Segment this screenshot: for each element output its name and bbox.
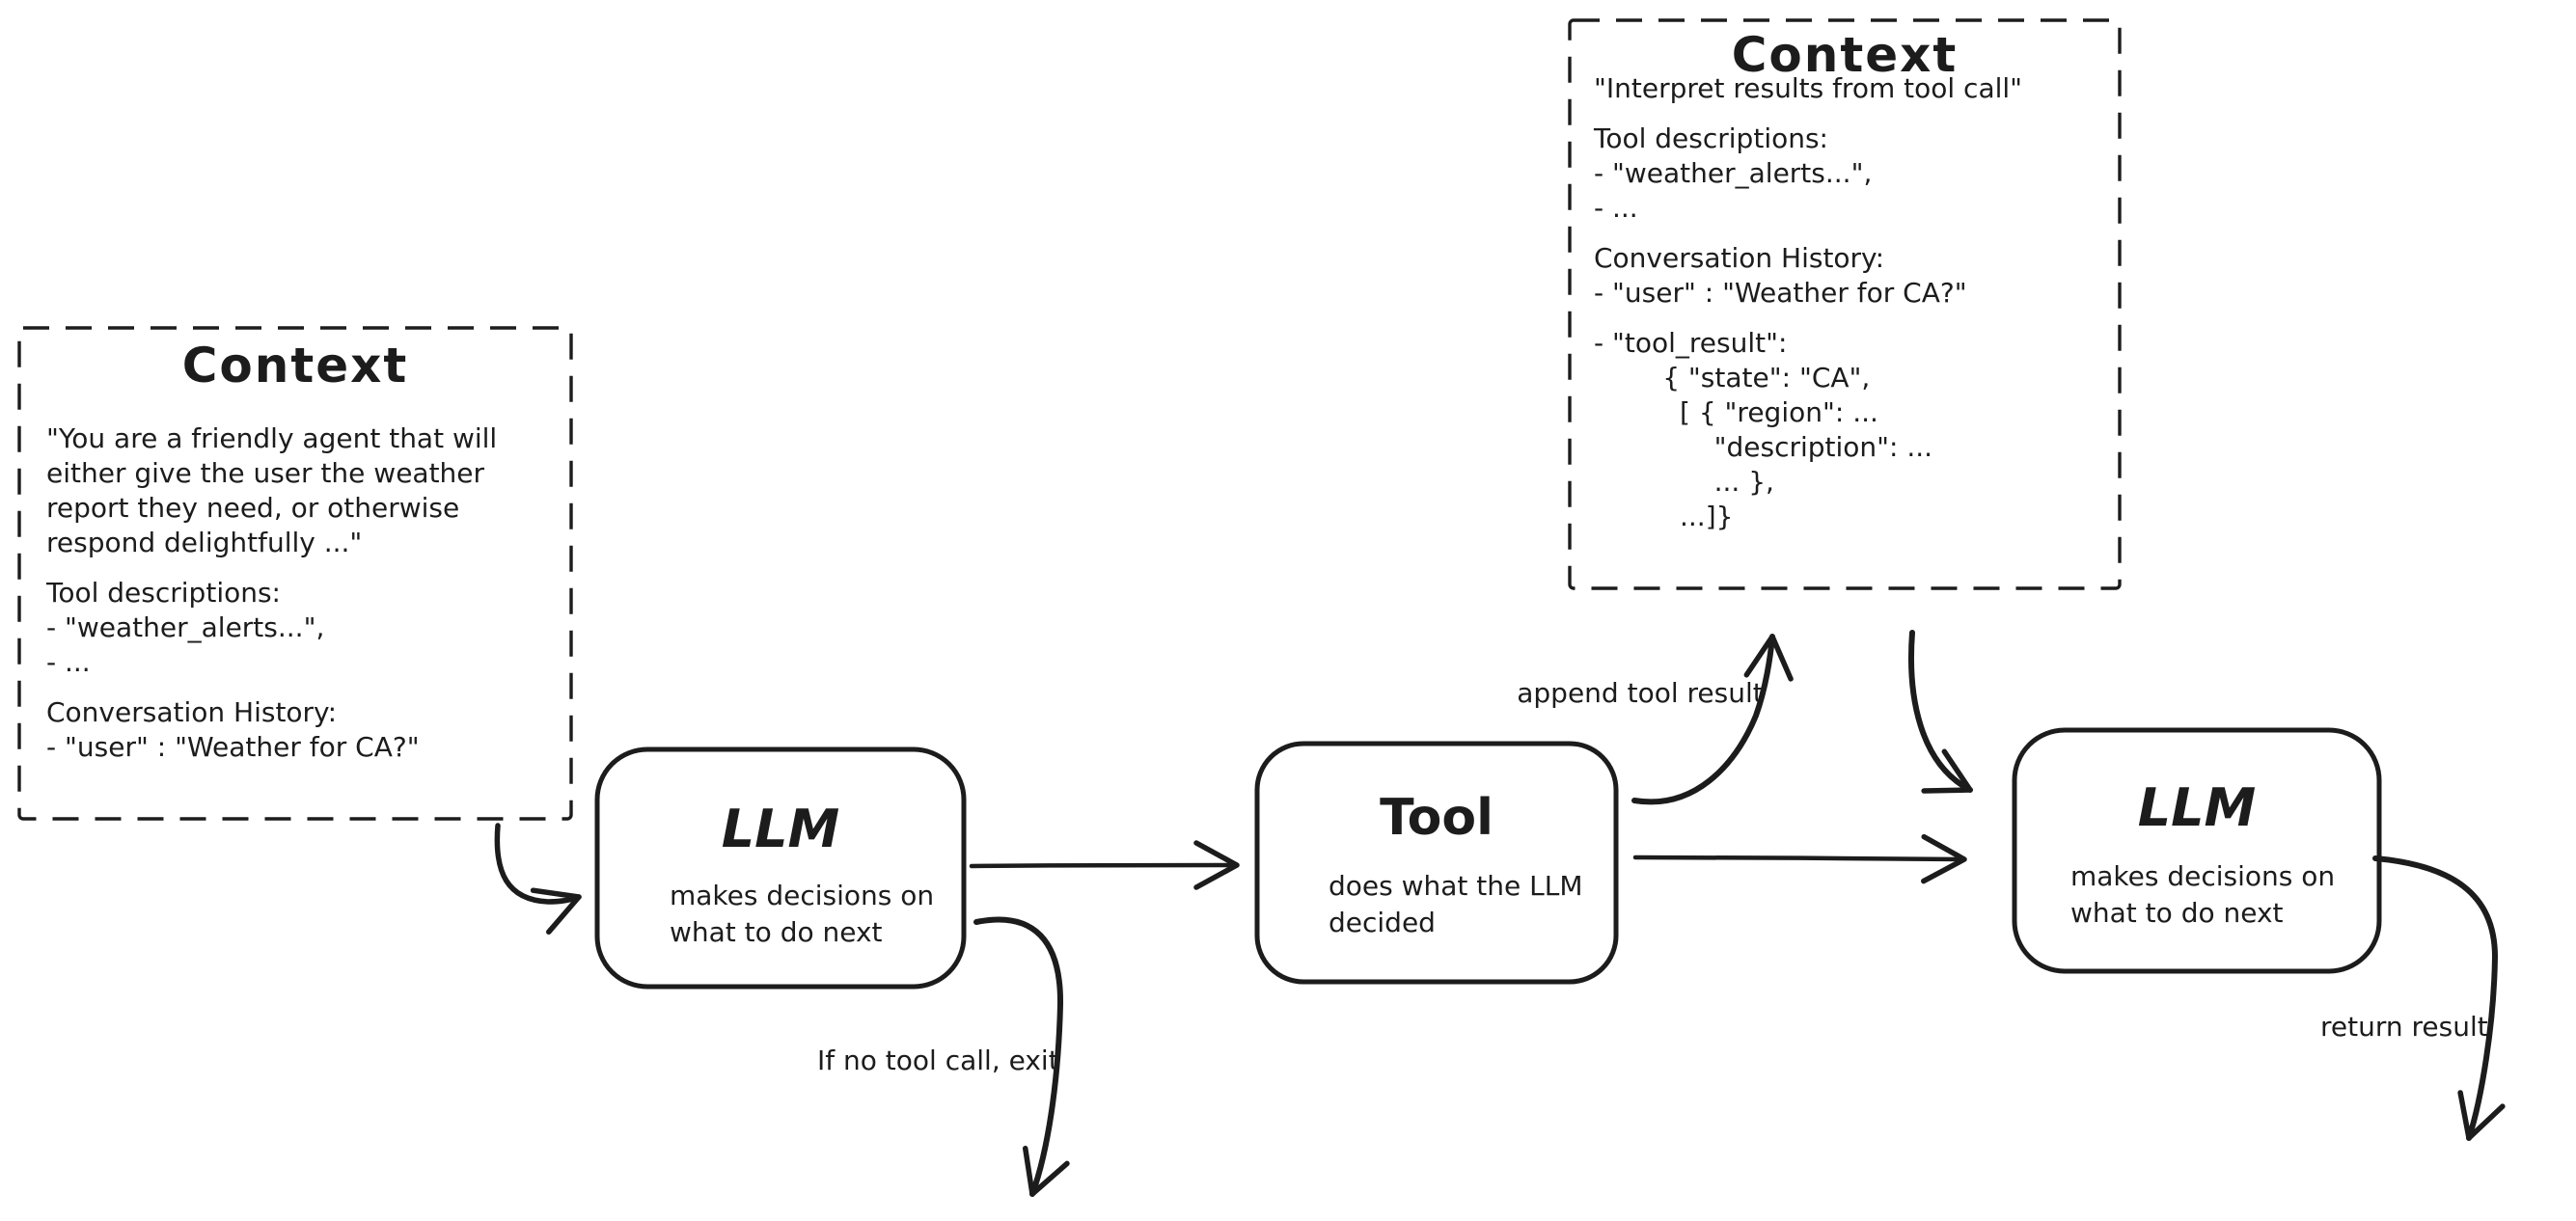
arrow-context-top-to-llm2 [1908,630,1973,794]
context-left-title: Context [181,338,409,393]
arrow-context-left-to-llm1 [494,823,582,936]
conversation-history-paragraph: Conversation History: - "user" : "Weathe… [1594,241,2022,311]
arrow-tool-to-llm2 [1632,833,1967,884]
tool-box-border [1254,741,1619,985]
llm1-subtitle: makes decisions on what to do next [670,878,934,951]
arrow-llm2-return [2372,855,2506,1141]
conversation-history-paragraph: Conversation History: - "user" : "Weathe… [46,695,497,765]
text-line: - ... [46,646,91,678]
tool-descriptions-paragraph: Tool descriptions: - "weather_alerts..."… [46,576,497,680]
tool-result-paragraph: - "tool_result": { "state": "CA", [ { "r… [1594,326,2022,534]
text-line: Tool descriptions: [1594,122,1828,154]
text-line: what to do next [2070,897,2284,929]
llm1-box-border [594,746,967,990]
text-line: - "weather_alerts...", [46,611,325,643]
text-line: ...]} [1594,501,1734,532]
context-left-border [17,326,573,821]
text-line: respond delightfully ..." [46,527,363,558]
text-line: ... }, [1594,466,1774,498]
text-line: Tool descriptions: [46,577,281,609]
text-line: - "user" : "Weather for CA?" [1594,277,1967,309]
append-tool-result-label: append tool result [1517,677,1764,709]
llm2-subtitle: makes decisions on what to do next [2070,858,2335,932]
tool-subtitle: does what the LLM decided [1329,868,1583,941]
text-line: report they need, or otherwise [46,492,460,524]
text-line: makes decisions on [2070,860,2336,892]
context-top-body: "Interpret results from tool call" Tool … [1594,71,2022,550]
tool-title: Tool [1380,789,1494,847]
arrow-llm1-exit [973,916,1070,1197]
if-no-tool-call-exit-label: If no tool call, exit [817,1045,1059,1076]
return-result-label: return result [2320,1011,2488,1043]
text-line: makes decisions on [670,880,935,911]
text-line: does what the LLM [1329,870,1583,902]
llm2-box-border [2012,727,2382,974]
llm1-title: LLM [721,799,840,859]
context-left-body: "You are a friendly agent that will eith… [46,421,497,780]
text-line: [ { "region": ... [1594,396,1878,428]
text-line: either give the user the weather [46,457,485,489]
text-line: what to do next [670,916,883,948]
llm2-title: LLM [2137,777,2257,838]
text-line: - "weather_alerts...", [1594,157,1873,189]
text-line: - "tool_result": [1594,327,1788,359]
text-line: "Interpret results from tool call" [1594,72,2023,104]
text-line: Conversation History: [46,696,338,728]
context-top-title: Context [1731,27,1959,83]
arrow-llm1-to-tool [969,840,1240,890]
text-line: "description": ... [1594,431,1933,463]
arrow-tool-to-context-top [1631,634,1794,805]
text-line: Conversation History: [1594,242,1885,274]
text-line: "You are a friendly agent that will [46,422,498,454]
system-prompt-paragraph: "You are a friendly agent that will eith… [46,421,497,560]
text-line: decided [1329,907,1436,938]
interpret-paragraph: "Interpret results from tool call" [1594,71,2022,106]
tool-descriptions-paragraph: Tool descriptions: - "weather_alerts..."… [1594,122,2022,226]
context-top-border [1568,18,2122,590]
text-line: { "state": "CA", [1594,362,1871,393]
text-line: - "user" : "Weather for CA?" [46,731,420,763]
text-line: - ... [1594,192,1638,224]
